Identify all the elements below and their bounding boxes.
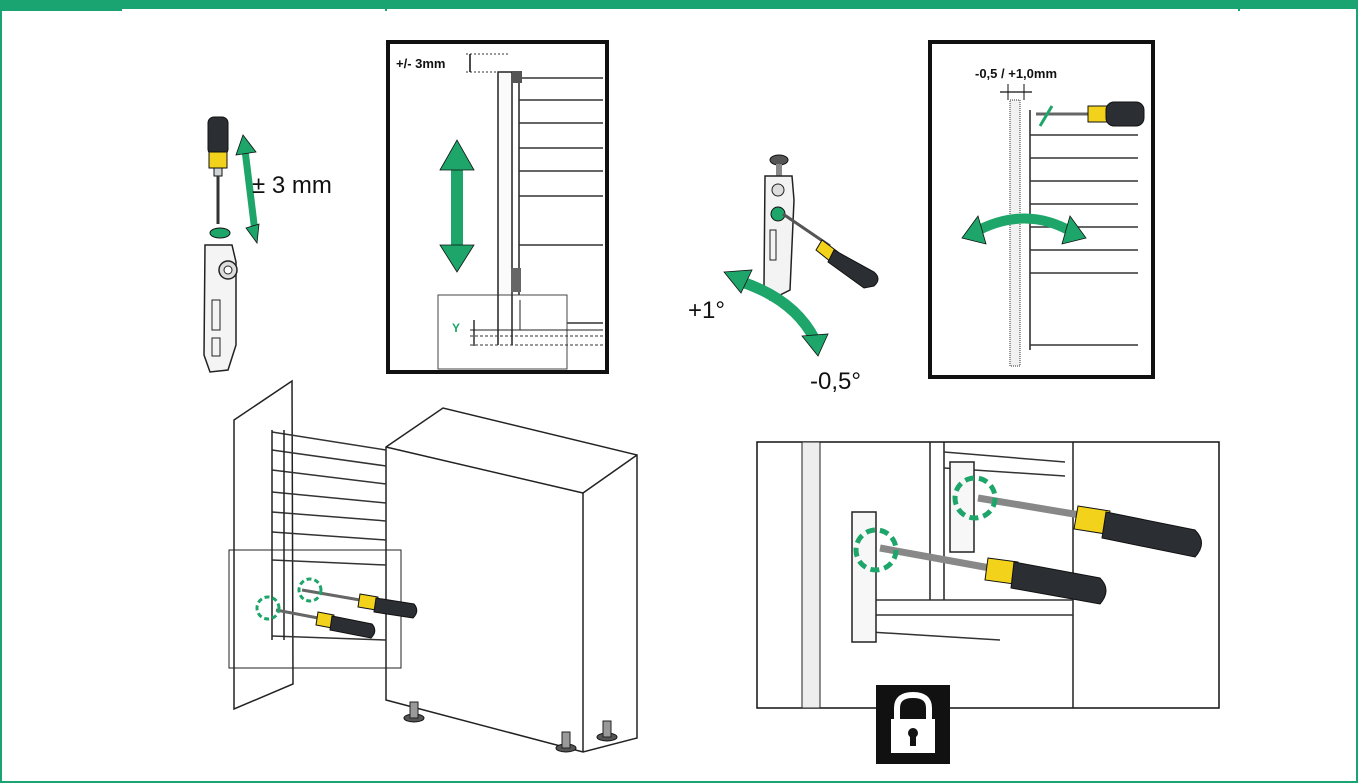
label-side-panel: -0,5 / +1,0mm bbox=[975, 66, 1057, 81]
label-tilt-plus: +1° bbox=[688, 297, 725, 324]
header-divider-right bbox=[1238, 0, 1240, 11]
fig-lock-detail bbox=[756, 441, 1220, 709]
header-tab bbox=[0, 0, 122, 11]
fig-height-panel: +/- 3mm Y bbox=[386, 40, 609, 374]
label-tilt-minus: -0,5° bbox=[810, 368, 861, 395]
fig-tilt-adjust: +1° -0,5° bbox=[688, 154, 879, 395]
fig-cabinet-overview bbox=[228, 379, 638, 753]
label-detail-y: Y bbox=[452, 321, 460, 335]
padlock-icon bbox=[876, 685, 950, 764]
fig-height-adjust-tool: ± 3 mm bbox=[203, 116, 332, 373]
label-height-tool: ± 3 mm bbox=[252, 172, 332, 199]
label-height-panel: +/- 3mm bbox=[396, 56, 446, 71]
header-divider-left bbox=[385, 0, 387, 11]
fig-side-panel: -0,5 / +1,0mm bbox=[928, 40, 1155, 379]
